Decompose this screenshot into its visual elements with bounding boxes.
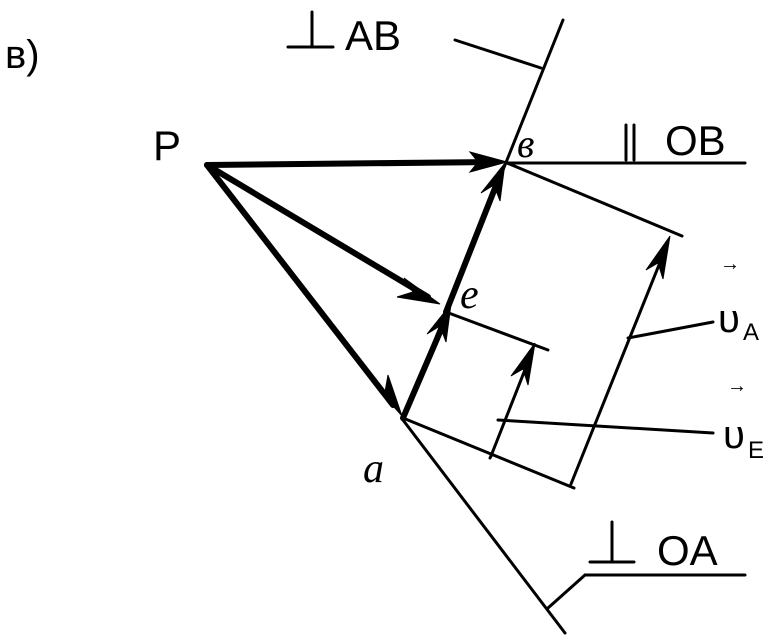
distribution-line-b — [505, 161, 684, 238]
perp-ab-leader — [453, 38, 543, 70]
parallel-ob-symbol — [624, 123, 636, 162]
velocity-e-symbol: υ — [723, 413, 745, 457]
relative-e-to-b — [443, 175, 502, 315]
velocity-e-leader — [496, 418, 715, 435]
distribution-line-a — [401, 416, 576, 490]
perp-ab-label: AB — [345, 12, 401, 59]
ray-p-to-a-arrowhead — [371, 374, 403, 417]
ray-p-to-a — [204, 162, 396, 408]
ray-p-to-e-arrowhead — [396, 277, 441, 305]
velocity-e-subscript: E — [748, 437, 764, 464]
velocity-a-symbol: υ — [718, 297, 740, 341]
distribution-line-e — [444, 310, 550, 352]
velocity-a-arrowhead — [645, 235, 671, 280]
parallel-ob-label: OB — [665, 117, 726, 164]
perp-oa-symbol — [588, 520, 636, 564]
ray-p-to-e — [204, 162, 431, 300]
perp-oa-line — [401, 418, 567, 635]
perp-oa-leader — [546, 573, 587, 610]
velocity-a-leader — [626, 320, 715, 340]
point-a-label: a — [363, 446, 384, 492]
ray-p-to-b-arrowhead — [468, 151, 509, 173]
velocity-e-arrowhead — [510, 342, 536, 386]
velocity-e-vector-arrow: → — [727, 375, 747, 397]
pole-label: P — [153, 122, 181, 169]
part-label: в) — [5, 33, 40, 77]
point-e-label: e — [460, 272, 479, 318]
point-b-label: в — [517, 121, 534, 166]
perp-ab-symbol — [286, 10, 335, 49]
ray-p-to-b — [204, 159, 498, 168]
relative-e-to-b-arrowhead — [480, 161, 506, 202]
velocity-a-subscript: A — [743, 319, 759, 346]
perp-oa-label: OA — [657, 527, 718, 574]
velocity-e-arrow — [489, 355, 532, 458]
velocity-a-vector-arrow: → — [720, 253, 740, 275]
velocity-a-arrow — [569, 248, 667, 486]
relative-a-to-e — [400, 315, 449, 421]
